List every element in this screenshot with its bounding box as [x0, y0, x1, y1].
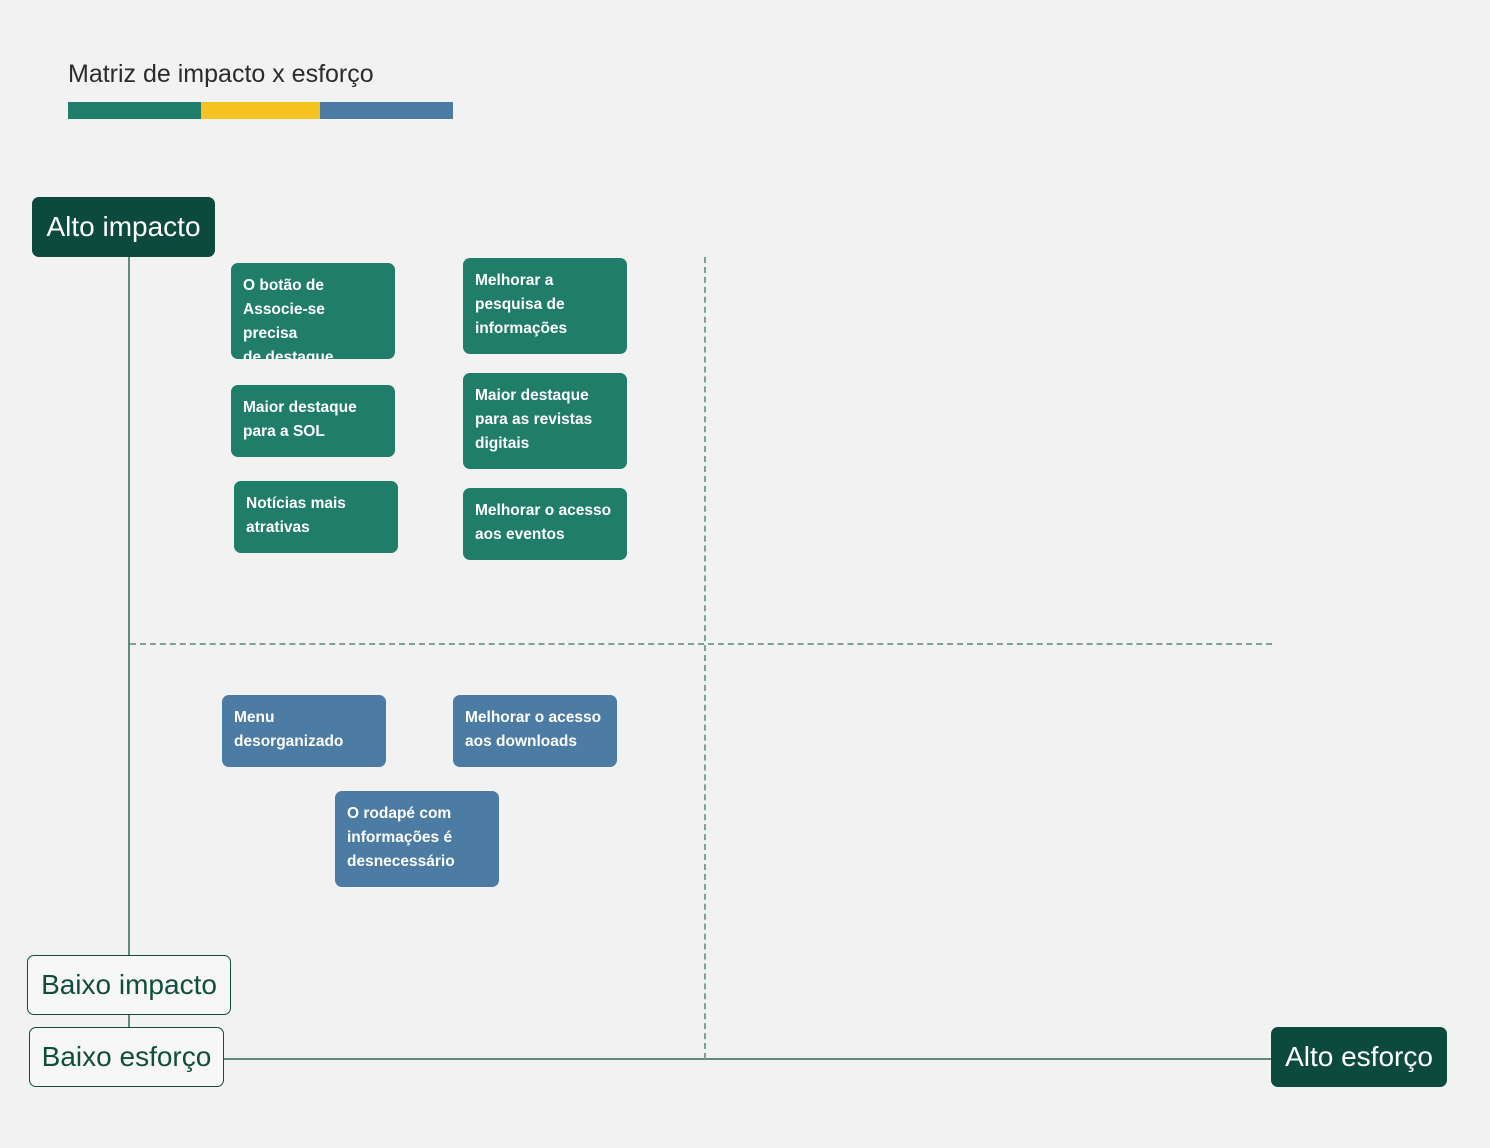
horizontal-quadrant-divider	[130, 643, 1272, 645]
sticky-note-destaque-sol[interactable]: Maior destaque para a SOL	[231, 385, 395, 457]
sticky-note-text: Maior destaque para as revistas digitais	[475, 387, 593, 452]
sticky-note-text: Melhorar a pesquisa de informações	[475, 272, 568, 337]
color-bar-yellow-segment	[201, 102, 320, 119]
sticky-note-downloads[interactable]: Melhorar o acesso aos downloads	[453, 695, 617, 767]
sticky-note-rodape[interactable]: O rodapé com informações é desnecessário	[335, 791, 499, 887]
title-color-bar	[68, 102, 453, 119]
sticky-note-noticias[interactable]: Notícias mais atrativas	[234, 481, 398, 553]
sticky-note-text: Maior destaque para a SOL	[243, 399, 357, 440]
color-bar-blue-segment	[320, 102, 453, 119]
sticky-note-menu[interactable]: Menu desorganizado	[222, 695, 386, 767]
sticky-note-eventos[interactable]: Melhorar o acesso aos eventos	[463, 488, 627, 560]
high-effort-label: Alto esforço	[1271, 1027, 1447, 1087]
sticky-note-text: O botão de Associe-se precisa de destaqu…	[243, 277, 334, 359]
sticky-note-text: O rodapé com informações é desnecessário	[347, 805, 455, 870]
sticky-note-pesquisa[interactable]: Melhorar a pesquisa de informações	[463, 258, 627, 354]
color-bar-green-segment	[68, 102, 201, 119]
sticky-note-text: Melhorar o acesso aos downloads	[465, 709, 602, 750]
sticky-note-botao-associe[interactable]: O botão de Associe-se precisa de destaqu…	[231, 263, 395, 359]
impact-axis-line	[128, 256, 130, 1059]
page-title: Matriz de impacto x esforço	[68, 60, 374, 88]
high-impact-label: Alto impacto	[32, 197, 215, 257]
sticky-note-text: Menu desorganizado	[234, 709, 344, 750]
effort-axis-line	[222, 1058, 1274, 1060]
sticky-note-revistas[interactable]: Maior destaque para as revistas digitais	[463, 373, 627, 469]
sticky-note-text: Melhorar o acesso aos eventos	[475, 502, 612, 543]
sticky-note-text: Notícias mais atrativas	[246, 495, 346, 536]
vertical-quadrant-divider	[704, 257, 706, 1059]
low-impact-label: Baixo impacto	[27, 955, 231, 1015]
low-effort-label: Baixo esforço	[29, 1027, 224, 1087]
